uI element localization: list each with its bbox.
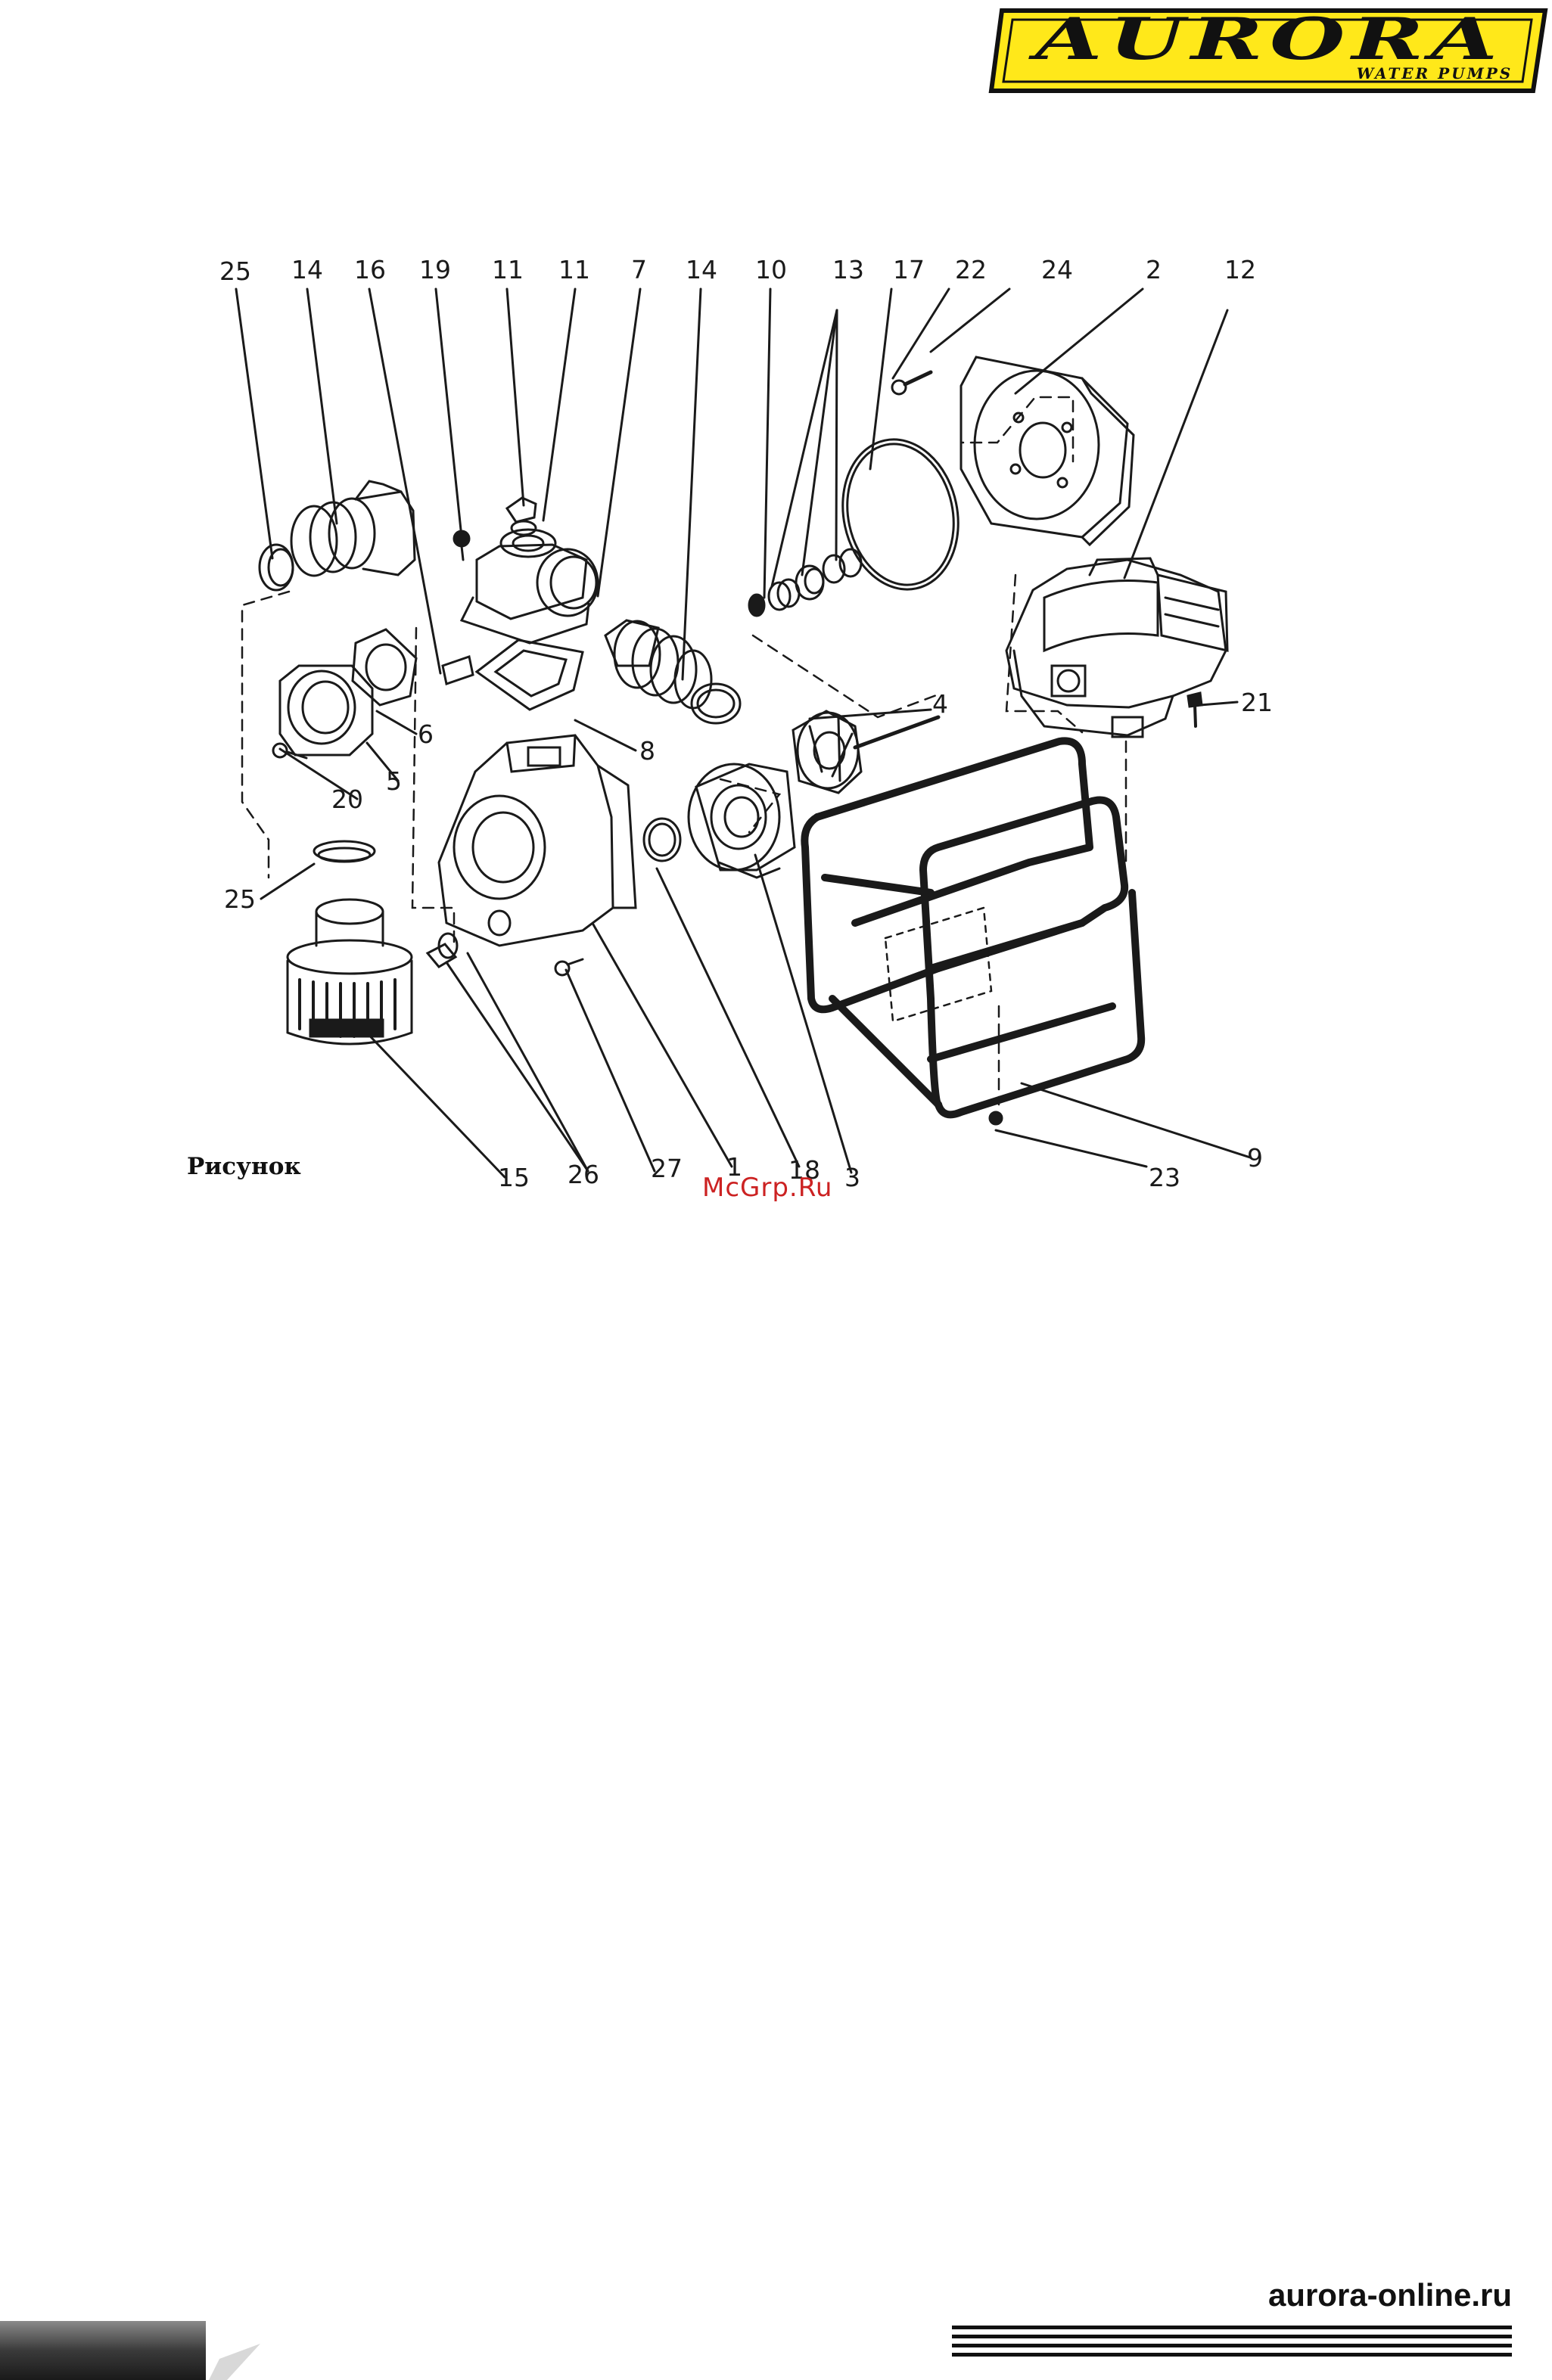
logo-brand: AURORA [1028, 5, 1504, 73]
check-valve-cover [280, 666, 372, 755]
callout-2: 2 [1146, 255, 1162, 284]
callout-23: 23 [1149, 1163, 1180, 1192]
bolt-22 [892, 372, 931, 394]
logo-tagline: WATER PUMPS [1357, 64, 1513, 82]
callout-17: 17 [893, 255, 925, 284]
discharge-connector [605, 620, 711, 708]
seal-plate-o-ring [829, 429, 972, 601]
priming-plug [454, 531, 469, 560]
callout-25-top: 25 [219, 256, 251, 286]
callout-10: 10 [755, 255, 787, 284]
rubber-foot [990, 1112, 1002, 1124]
callout-21: 21 [1241, 688, 1273, 717]
adapter-plate [961, 357, 1134, 545]
pump-casing [439, 735, 636, 946]
callout-13: 13 [832, 255, 864, 284]
footer-site-block: aurora-online.ru [952, 2277, 1512, 2380]
discharge-elbow [462, 530, 598, 643]
footer-site-url[interactable]: aurora-online.ru [1268, 2277, 1512, 2313]
callout-labels: 25 14 16 19 11 11 7 14 10 13 17 22 24 2 … [219, 255, 1273, 1192]
gasket-16 [443, 657, 473, 684]
callout-16: 16 [354, 255, 386, 284]
bolt-21 [1188, 693, 1202, 726]
check-valve-gasket [353, 629, 416, 705]
footer-stripes [952, 2326, 1512, 2362]
callout-27: 27 [651, 1154, 683, 1183]
callout-19: 19 [419, 255, 451, 284]
callout-4: 4 [932, 689, 948, 719]
callout-14-mid: 14 [686, 255, 717, 284]
footer-page-tab [0, 2274, 288, 2380]
callout-25-bottom: 25 [224, 884, 256, 914]
bolt-27 [555, 959, 583, 975]
callout-14-top: 14 [291, 255, 323, 284]
callout-20: 20 [331, 785, 363, 814]
callout-26: 26 [568, 1160, 599, 1189]
impeller [793, 711, 938, 793]
callout-3: 3 [844, 1163, 860, 1192]
frame [804, 741, 1141, 1114]
callout-11-b: 11 [558, 255, 590, 284]
drain-plug [428, 934, 457, 967]
volute [689, 764, 795, 878]
suction-ring [260, 545, 293, 590]
callout-12: 12 [1224, 255, 1256, 284]
callout-6: 6 [418, 719, 434, 749]
suction-connector [291, 481, 415, 576]
callout-8: 8 [639, 736, 655, 766]
aurora-logo: AURORA WATER PUMPS [988, 3, 1551, 97]
callout-5: 5 [386, 766, 402, 796]
callout-22: 22 [955, 255, 987, 284]
outlet-gasket [477, 640, 583, 710]
figure-caption: Рисунок [187, 1153, 301, 1180]
discharge-ring [692, 684, 740, 723]
callout-9: 9 [1247, 1143, 1263, 1173]
pump-exploded-diagram: 25 14 16 19 11 11 7 14 10 13 17 22 24 2 … [174, 242, 1309, 1210]
callout-11-a: 11 [492, 255, 524, 284]
callout-7: 7 [631, 255, 647, 284]
callout-15: 15 [498, 1163, 530, 1192]
strainer-ring [314, 841, 375, 862]
watermark: McGrp.Ru [702, 1173, 832, 1203]
o-ring [644, 819, 680, 861]
strainer [288, 899, 412, 1044]
callout-24: 24 [1041, 255, 1073, 284]
